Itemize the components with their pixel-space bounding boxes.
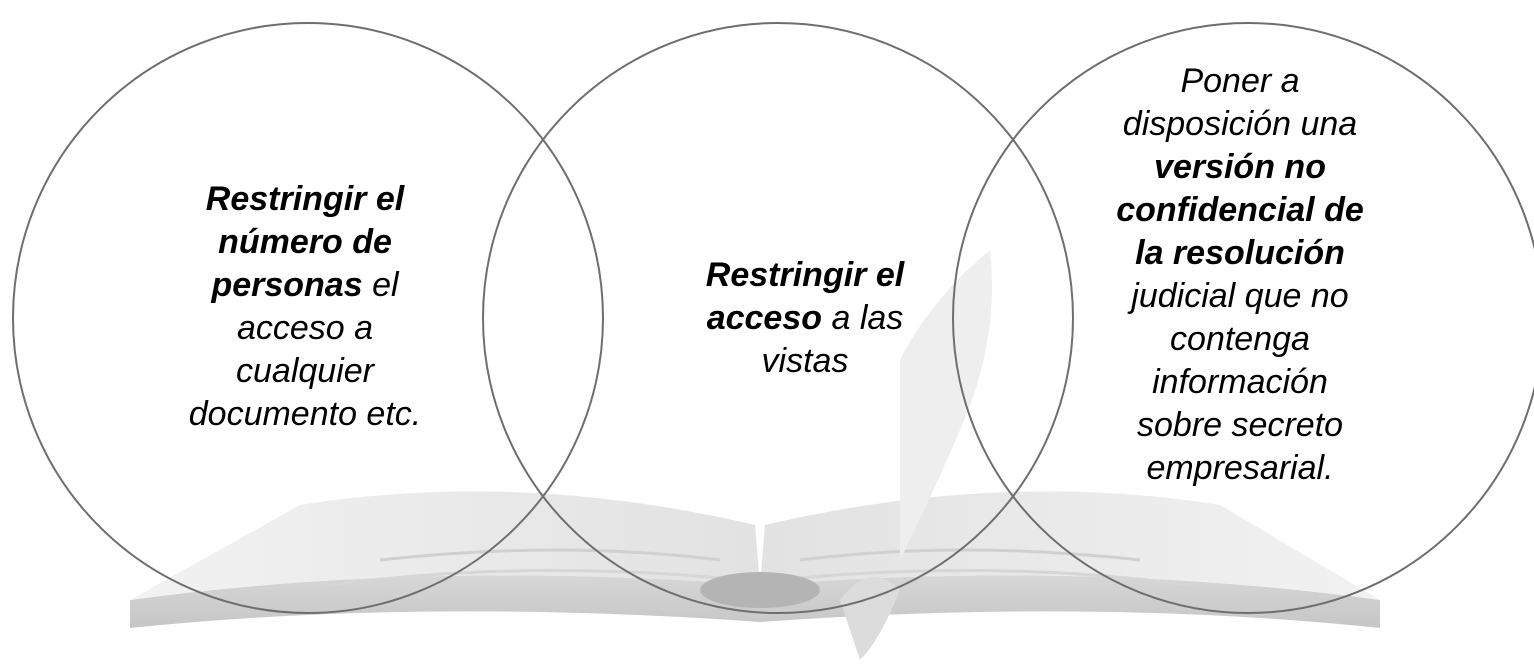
text-segment: Restringir el (205, 180, 405, 218)
text-segment: contenga (1170, 320, 1310, 358)
book-illustration (130, 250, 1380, 660)
circle-left-text: Restringir el número de personas el acce… (140, 178, 470, 436)
text-segment: la resolución (1135, 234, 1345, 272)
text-segment: información (1152, 363, 1328, 401)
text-segment: cualquier (236, 352, 374, 390)
circle-left (12, 22, 604, 614)
venn-circles (12, 22, 1534, 614)
text-segment: confidencial de (1116, 191, 1364, 229)
text-segment: versión no (1154, 148, 1326, 186)
book-spine (700, 572, 820, 608)
text-segment: Poner a (1180, 62, 1300, 100)
circle-middle-text: Restringir el acceso a las vistas (640, 254, 970, 383)
book-curl-page (900, 250, 992, 560)
text-segment: documento etc. (188, 395, 422, 433)
book-curl-page (840, 577, 900, 660)
text-segment: a las (822, 299, 904, 337)
text-segment: judicial que no (1131, 277, 1349, 315)
book-left-page (130, 491, 760, 600)
book-page-line (799, 548, 1141, 562)
text-segment: el (362, 266, 399, 304)
book-page-line (799, 568, 1191, 587)
text-segment: número de (218, 223, 392, 261)
text-segment: vistas (761, 342, 849, 380)
circle-right (952, 22, 1534, 614)
circle-right-text: Poner a disposición una versión no confi… (1080, 60, 1400, 490)
text-segment: acceso (706, 299, 823, 337)
text-segment: acceso a (236, 309, 374, 347)
circle-middle (482, 22, 1074, 614)
text-segment: sobre secreto (1137, 406, 1343, 444)
text-segment: empresarial. (1146, 449, 1334, 487)
text-segment: personas (211, 266, 363, 304)
text-segment: disposición una (1122, 105, 1358, 143)
book-page-line (329, 568, 721, 587)
text-segment: Restringir el (705, 256, 905, 294)
book-page-line (379, 548, 721, 562)
